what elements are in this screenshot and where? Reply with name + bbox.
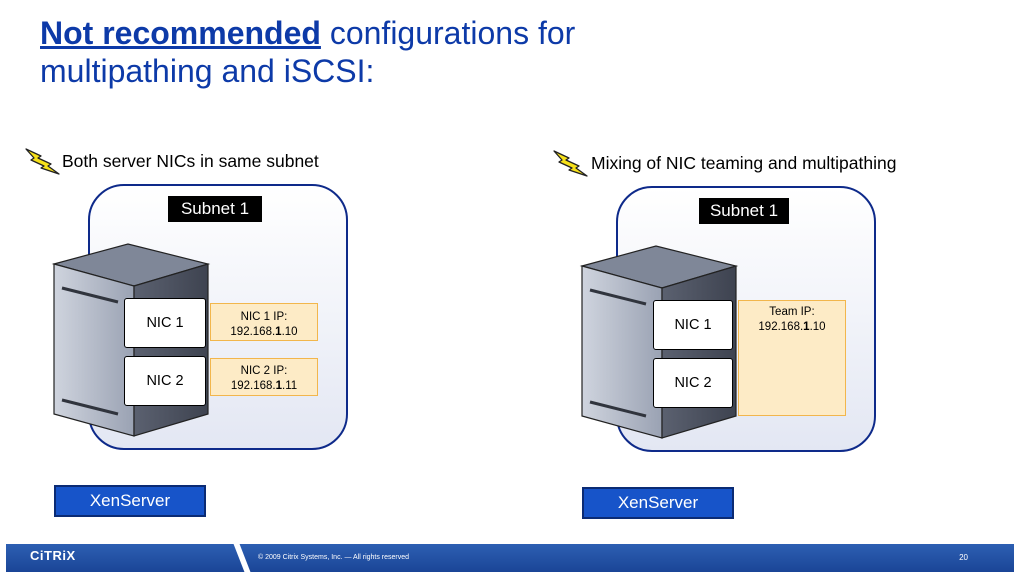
left-subnet-label: Subnet 1: [168, 196, 262, 222]
right-team-ip-box: Team IP: 192.168.1.10: [738, 300, 846, 416]
ip2-bold: 1: [275, 380, 283, 392]
ip1-label: NIC 1 IP:: [240, 311, 288, 323]
title-line2: multipathing and iSCSI:: [40, 53, 375, 89]
right-subnet-label: Subnet 1: [699, 198, 789, 224]
title-emphasis: Not recommended: [40, 15, 321, 51]
left-xenserver-label: XenServer: [54, 485, 206, 517]
team-ip-bold: 1: [803, 321, 810, 333]
title-rest: configurations for: [320, 15, 576, 51]
left-nic1: NIC 1: [124, 298, 206, 348]
ip2-prefix: 192.168.: [230, 380, 276, 392]
ip1-suffix: .10: [281, 326, 298, 338]
lightning-bolt-icon: [25, 148, 60, 175]
citrix-logo: CiTRiX: [30, 548, 76, 563]
right-nic2: NIC 2: [653, 358, 733, 408]
lightning-bolt-icon: [553, 150, 588, 177]
footer-bar: CiTRiX © 2009 Citrix Systems, Inc. — All…: [0, 540, 1024, 576]
left-ip2-box: NIC 2 IP: 192.168.1.11: [210, 358, 318, 396]
right-xenserver-label: XenServer: [582, 487, 734, 519]
right-nic1: NIC 1: [653, 300, 733, 350]
right-caption: Mixing of NIC teaming and multipathing: [591, 153, 897, 173]
footer-copyright: © 2009 Citrix Systems, Inc. — All rights…: [258, 554, 410, 561]
page-title: Not recommended configurations for multi…: [40, 14, 740, 90]
ip1-bold: 1: [275, 326, 282, 338]
left-ip1-box: NIC 1 IP: 192.168.1.10: [210, 303, 318, 341]
team-ip-label: Team IP:: [769, 306, 815, 318]
team-ip-prefix: 192.168.: [758, 321, 804, 333]
team-ip-suffix: .10: [809, 321, 826, 333]
page-number: 20: [959, 553, 968, 562]
footer-divider-icon: [232, 540, 252, 576]
ip2-label: NIC 2 IP:: [240, 365, 288, 377]
ip2-suffix: .11: [282, 380, 298, 392]
left-nic2: NIC 2: [124, 356, 206, 406]
left-caption: Both server NICs in same subnet: [62, 151, 319, 171]
footer-background: [6, 544, 1014, 572]
ip1-prefix: 192.168.: [230, 326, 276, 338]
